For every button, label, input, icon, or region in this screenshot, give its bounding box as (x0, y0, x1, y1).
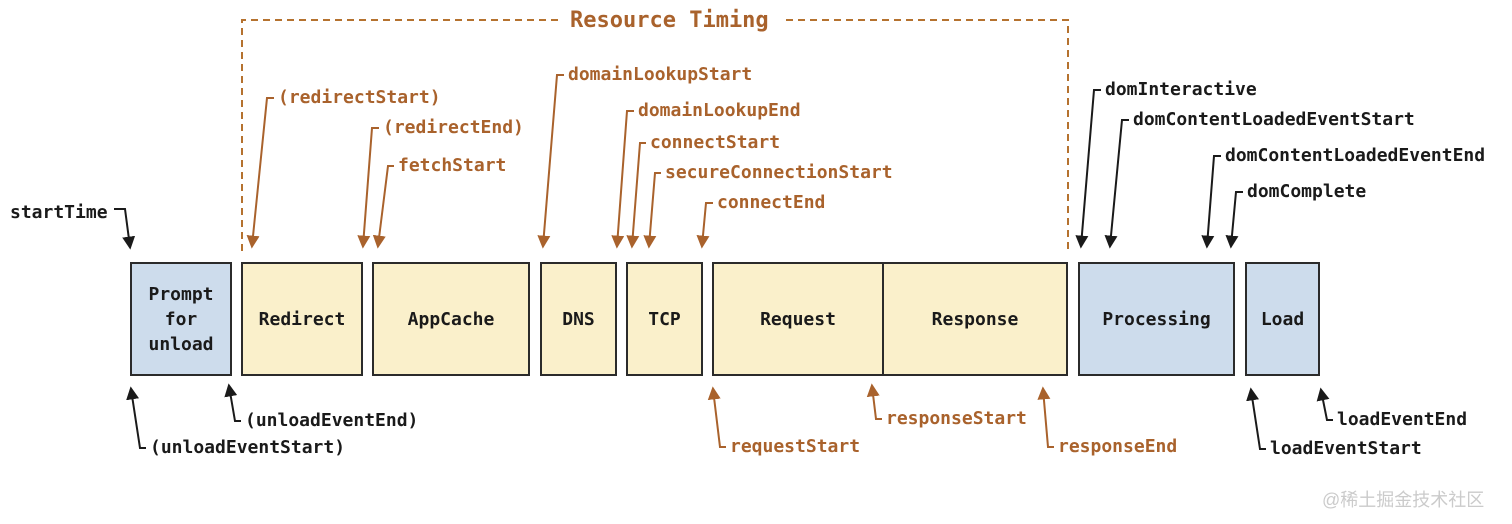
box-label: Response (931, 308, 1019, 330)
box-label: TCP (648, 308, 681, 330)
arrow-response-start (866, 383, 882, 420)
arrow-dom-content-loaded-event-start (1104, 119, 1129, 249)
label-dom-complete: domComplete (1247, 181, 1367, 202)
arrow-connect-end (696, 202, 713, 249)
box-appcache: AppCache (372, 262, 530, 376)
box-label: DNS (562, 308, 595, 330)
arrow-unload-event-end (224, 383, 241, 422)
arrow-fetch-start (372, 165, 394, 249)
arrow-dom-content-loaded-event-end (1201, 155, 1221, 249)
box-label: AppCache (407, 308, 495, 330)
label-load-event-end: loadEventEnd (1337, 409, 1468, 430)
label-redirect-end: (redirectEnd) (383, 117, 524, 138)
label-unload-event-end: (unloadEventEnd) (245, 410, 419, 431)
arrow-secure-connection-start (643, 172, 661, 249)
box-tcp: TCP (626, 262, 703, 376)
arrow-redirect-end (357, 127, 379, 249)
label-secure-connection-start: secureConnectionStart (665, 162, 893, 183)
label-dom-content-loaded-event-start: domContentLoadedEventStart (1133, 109, 1415, 130)
label-start-time: startTime (10, 202, 108, 223)
arrow-domain-lookup-end (611, 110, 634, 249)
arrow-dom-complete (1225, 191, 1243, 249)
label-request-start: requestStart (730, 436, 861, 457)
box-response: Response (882, 262, 1068, 376)
label-unload-event-start: (unloadEventStart) (150, 437, 346, 458)
box-label: Redirect (258, 308, 346, 330)
label-response-end: responseEnd (1058, 436, 1178, 457)
label-connect-end: connectEnd (717, 192, 826, 213)
arrow-redirect-start (246, 97, 274, 249)
box-label: Processing (1102, 308, 1211, 330)
label-domain-lookup-end: domainLookupEnd (638, 100, 801, 121)
box-redirect: Redirect (241, 262, 363, 376)
watermark: @稀土掘金技术社区 (1322, 490, 1485, 510)
diagram-title: Resource Timing (570, 8, 769, 33)
label-domain-lookup-start: domainLookupStart (568, 64, 753, 85)
label-response-start: responseStart (886, 408, 1027, 429)
box-processing: Processing (1078, 262, 1235, 376)
arrow-load-event-start (1246, 387, 1266, 450)
arrow-domain-lookup-start (537, 74, 564, 249)
box-prompt-for-unload: Prompt for unload (130, 262, 232, 376)
box-label: Load (1260, 308, 1305, 330)
label-connect-start: connectStart (650, 132, 781, 153)
box-request: Request (712, 262, 884, 376)
label-dom-content-loaded-event-end: domContentLoadedEventEnd (1225, 145, 1486, 166)
label-fetch-start: fetchStart (398, 155, 507, 176)
arrow-connect-start (626, 142, 646, 249)
arrow-request-start (707, 386, 726, 448)
arrow-start-time (114, 208, 136, 250)
label-redirect-start: (redirectStart) (278, 87, 441, 108)
arrow-response-end (1037, 386, 1054, 448)
box-label: Prompt for unload (148, 283, 214, 355)
arrow-dom-interactive (1075, 89, 1101, 249)
arrow-unload-event-start (126, 386, 146, 449)
label-load-event-start: loadEventStart (1270, 438, 1422, 459)
box-label: Request (760, 308, 836, 330)
box-dns: DNS (540, 262, 617, 376)
arrow-load-event-end (1316, 387, 1333, 421)
resource-timing-bracket-right (786, 19, 1069, 253)
label-dom-interactive: domInteractive (1105, 79, 1257, 100)
box-load: Load (1245, 262, 1320, 376)
